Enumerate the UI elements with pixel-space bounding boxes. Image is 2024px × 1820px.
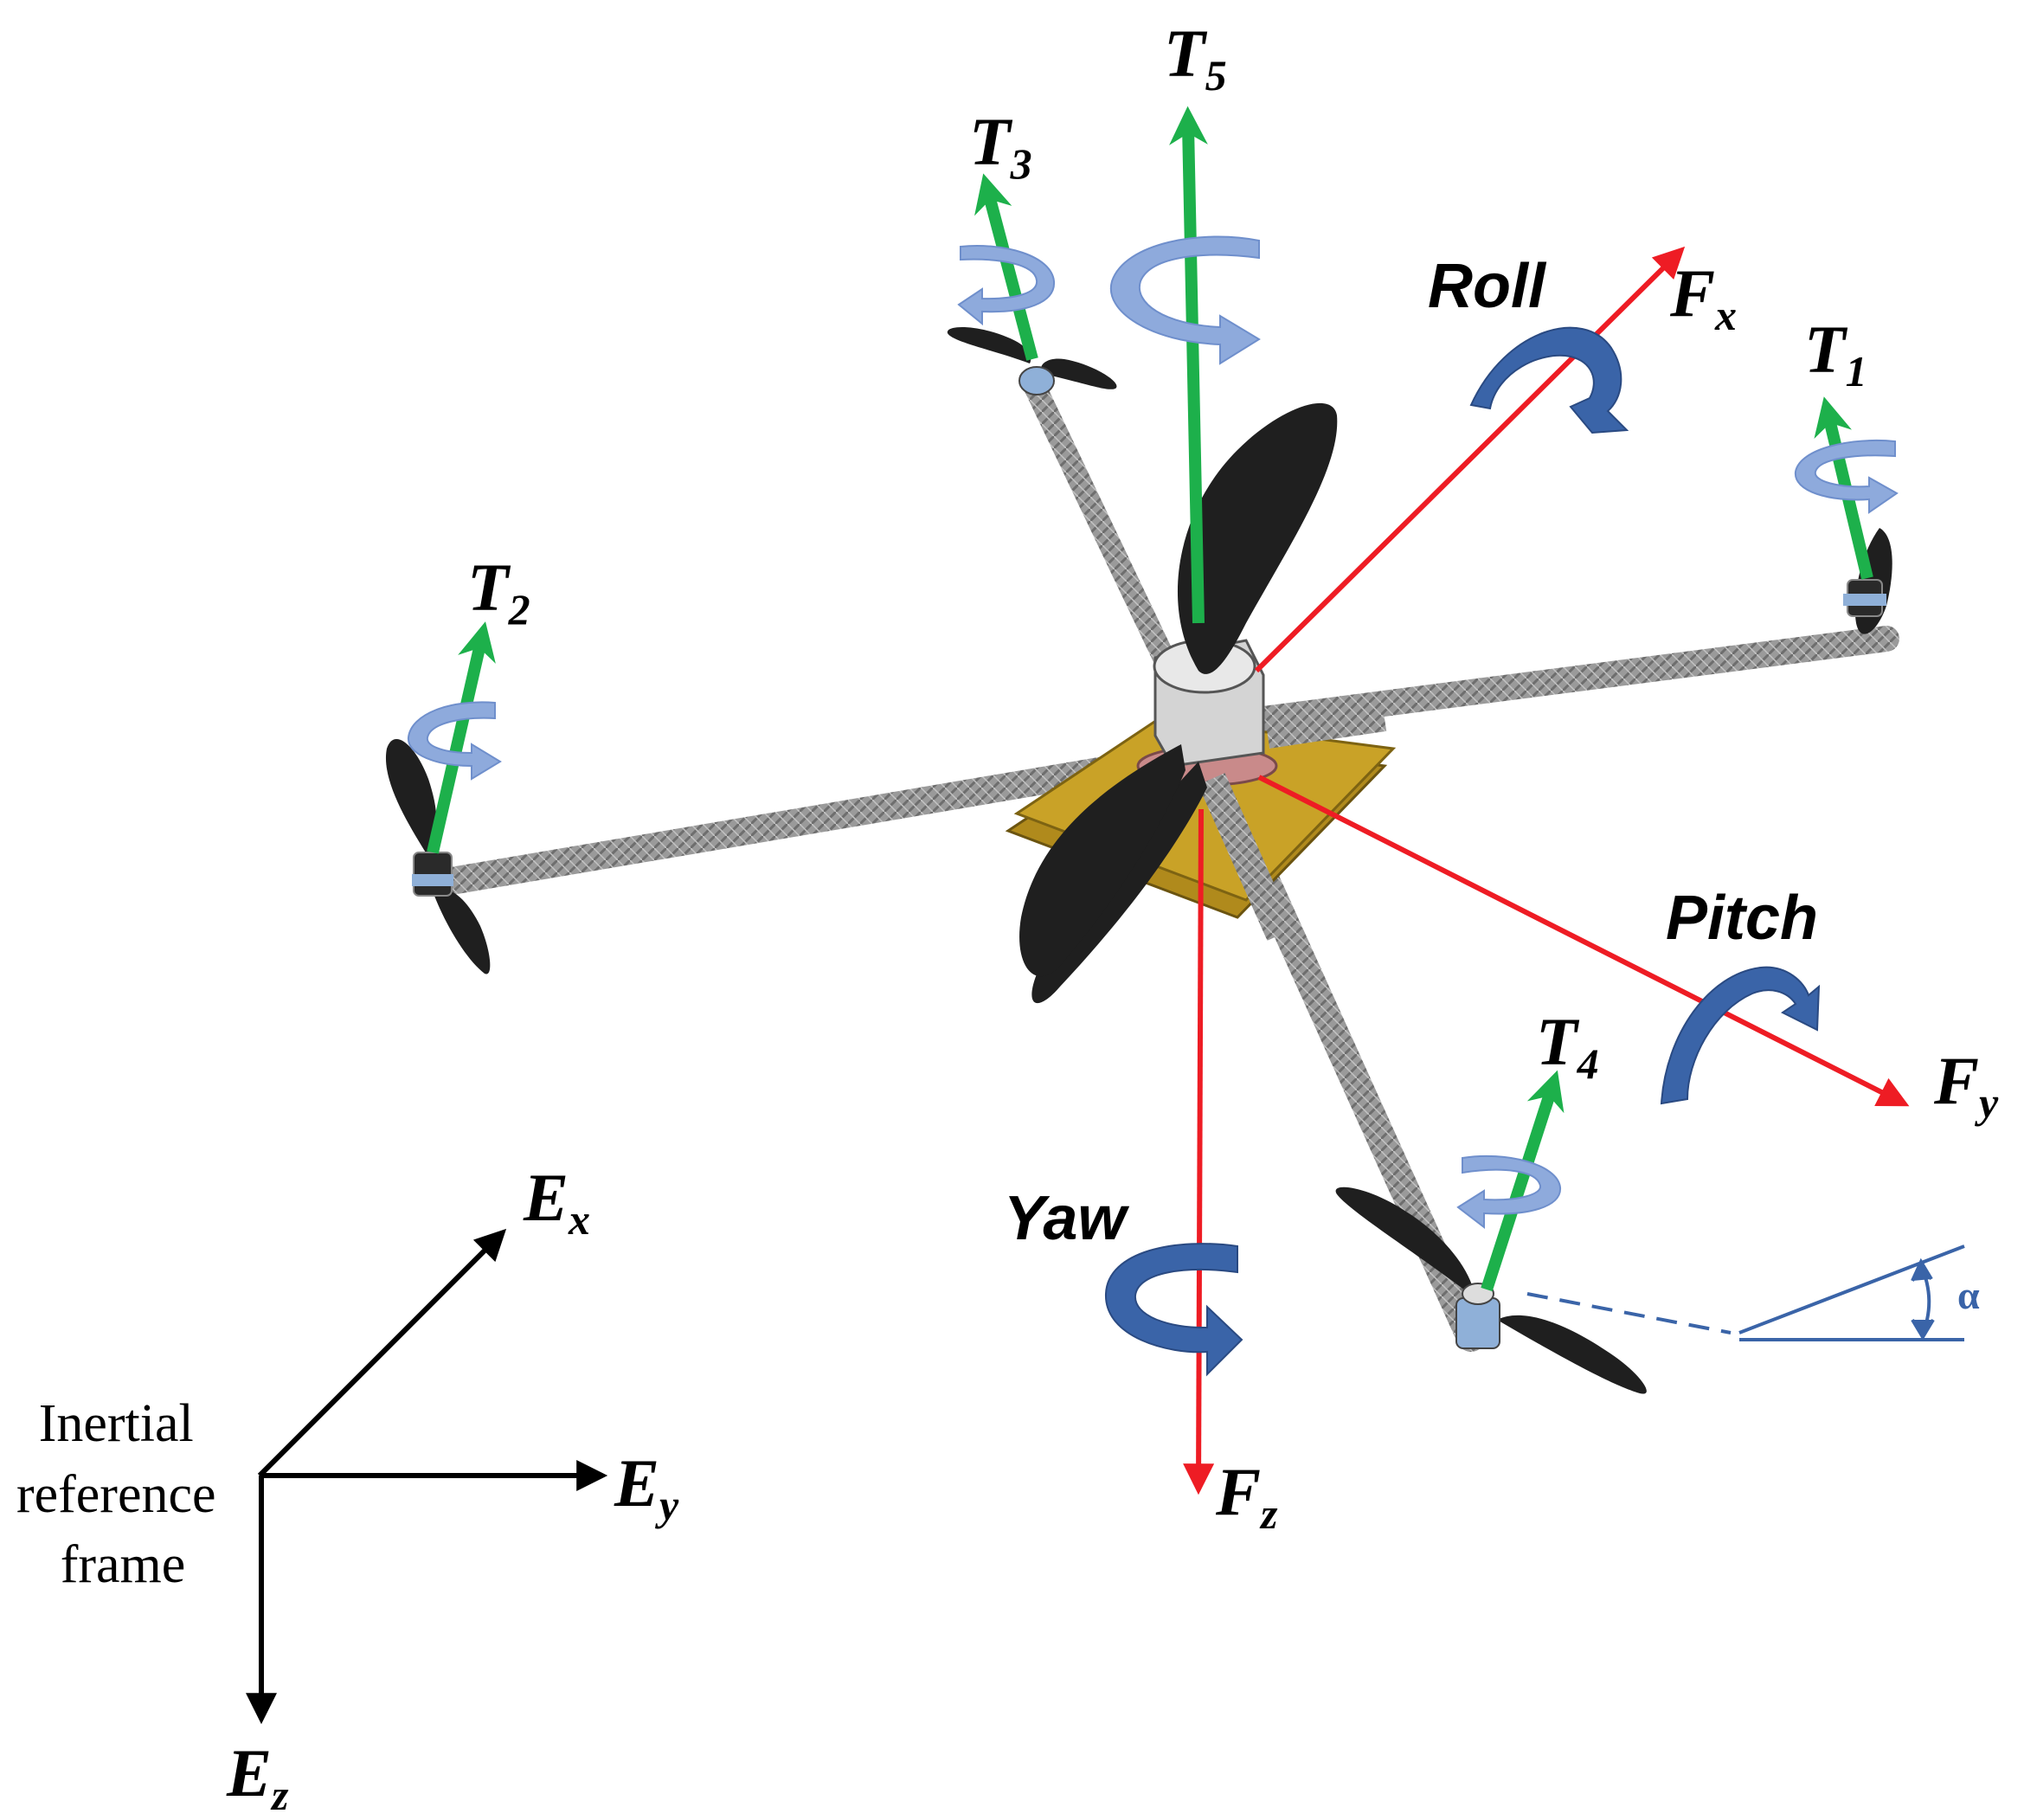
t4-swirl-icon — [1456, 1154, 1562, 1230]
t2-thrust-arrow — [427, 621, 496, 854]
t4-label: T4 — [1536, 1004, 1599, 1088]
fx-axis-arrow — [1254, 246, 1686, 673]
central-propeller — [1019, 402, 1338, 1004]
t5-swirl-icon — [1109, 235, 1261, 365]
tilt-arrowhead-bottom — [1911, 1318, 1935, 1341]
t4-blade-left — [1335, 1187, 1475, 1298]
t1-label: T1 — [1804, 312, 1867, 396]
t3-swirl-icon — [957, 245, 1056, 326]
t3-blade-left — [947, 327, 1031, 363]
central-blade-upper — [1177, 402, 1338, 674]
rotor-t1 — [1843, 528, 1892, 634]
rotor-t3 — [947, 327, 1117, 396]
arm-t1 — [1190, 626, 1899, 740]
yaw-label: Yaw — [1004, 1184, 1129, 1253]
fz-label: Fz — [1215, 1454, 1278, 1538]
thrust-arrows — [427, 106, 1873, 1292]
upper-plate — [1013, 717, 1397, 902]
ez-label: Ez — [226, 1735, 289, 1819]
t3-label: T3 — [969, 104, 1032, 188]
tilt-incline-line — [1738, 1244, 1965, 1334]
t5-thrust-arrow — [1169, 106, 1208, 624]
arm-t3 — [1023, 374, 1175, 669]
fy-axis-arrow — [1257, 775, 1910, 1107]
prop-swirls — [407, 235, 1899, 1230]
fz-axis-arrow — [1183, 808, 1215, 1495]
pitch-label: Pitch — [1666, 884, 1818, 953]
t2-blade-lower — [433, 889, 491, 974]
t2-motor-ring — [412, 874, 453, 886]
tilt-arrowhead-top — [1911, 1257, 1933, 1282]
tilt-dashed-line — [1526, 1292, 1732, 1334]
roll-rotation-icon — [1469, 326, 1629, 434]
inertial-frame-label: Inertial reference frame — [16, 1394, 229, 1594]
t2-label: T2 — [467, 550, 530, 633]
t1-swirl-icon — [1794, 439, 1899, 514]
rotor-t4 — [1335, 1187, 1647, 1394]
t3-blade-right — [1040, 358, 1117, 389]
rotation-arrows — [1104, 326, 1821, 1377]
arm-t4-front — [1198, 773, 1295, 941]
inertial-axes — [246, 1228, 608, 1725]
tilt-angle-indicator — [1526, 1244, 1965, 1341]
t5-label: T5 — [1164, 16, 1227, 100]
center-plates — [1005, 717, 1397, 919]
rotor-t2 — [385, 738, 491, 974]
yaw-rotation-icon — [1104, 1243, 1243, 1377]
fy-label: Fy — [1933, 1043, 1999, 1127]
t2-blade-upper — [385, 738, 437, 857]
t1-motor-ring — [1843, 594, 1886, 606]
t4-thrust-arrow — [1481, 1070, 1565, 1292]
body-force-axes — [1183, 246, 1910, 1495]
fx-label: Fx — [1669, 255, 1737, 339]
arm-t2 — [427, 748, 1169, 897]
alpha-label: α — [1957, 1273, 1980, 1317]
ex-axis-arrow — [257, 1228, 507, 1478]
t2-swirl-icon — [407, 701, 502, 781]
t3-motor — [1018, 366, 1055, 396]
t4-blade-right — [1497, 1315, 1647, 1394]
central-blade-lower-b — [1019, 744, 1185, 977]
pitch-rotation-icon — [1660, 966, 1821, 1105]
ey-label: Ey — [614, 1445, 679, 1529]
t4-motor — [1455, 1297, 1500, 1349]
arm-t1-front — [1265, 705, 1387, 749]
roll-label: Roll — [1428, 252, 1547, 321]
ex-label: Ex — [523, 1160, 590, 1244]
t3-thrust-arrow — [974, 173, 1038, 361]
